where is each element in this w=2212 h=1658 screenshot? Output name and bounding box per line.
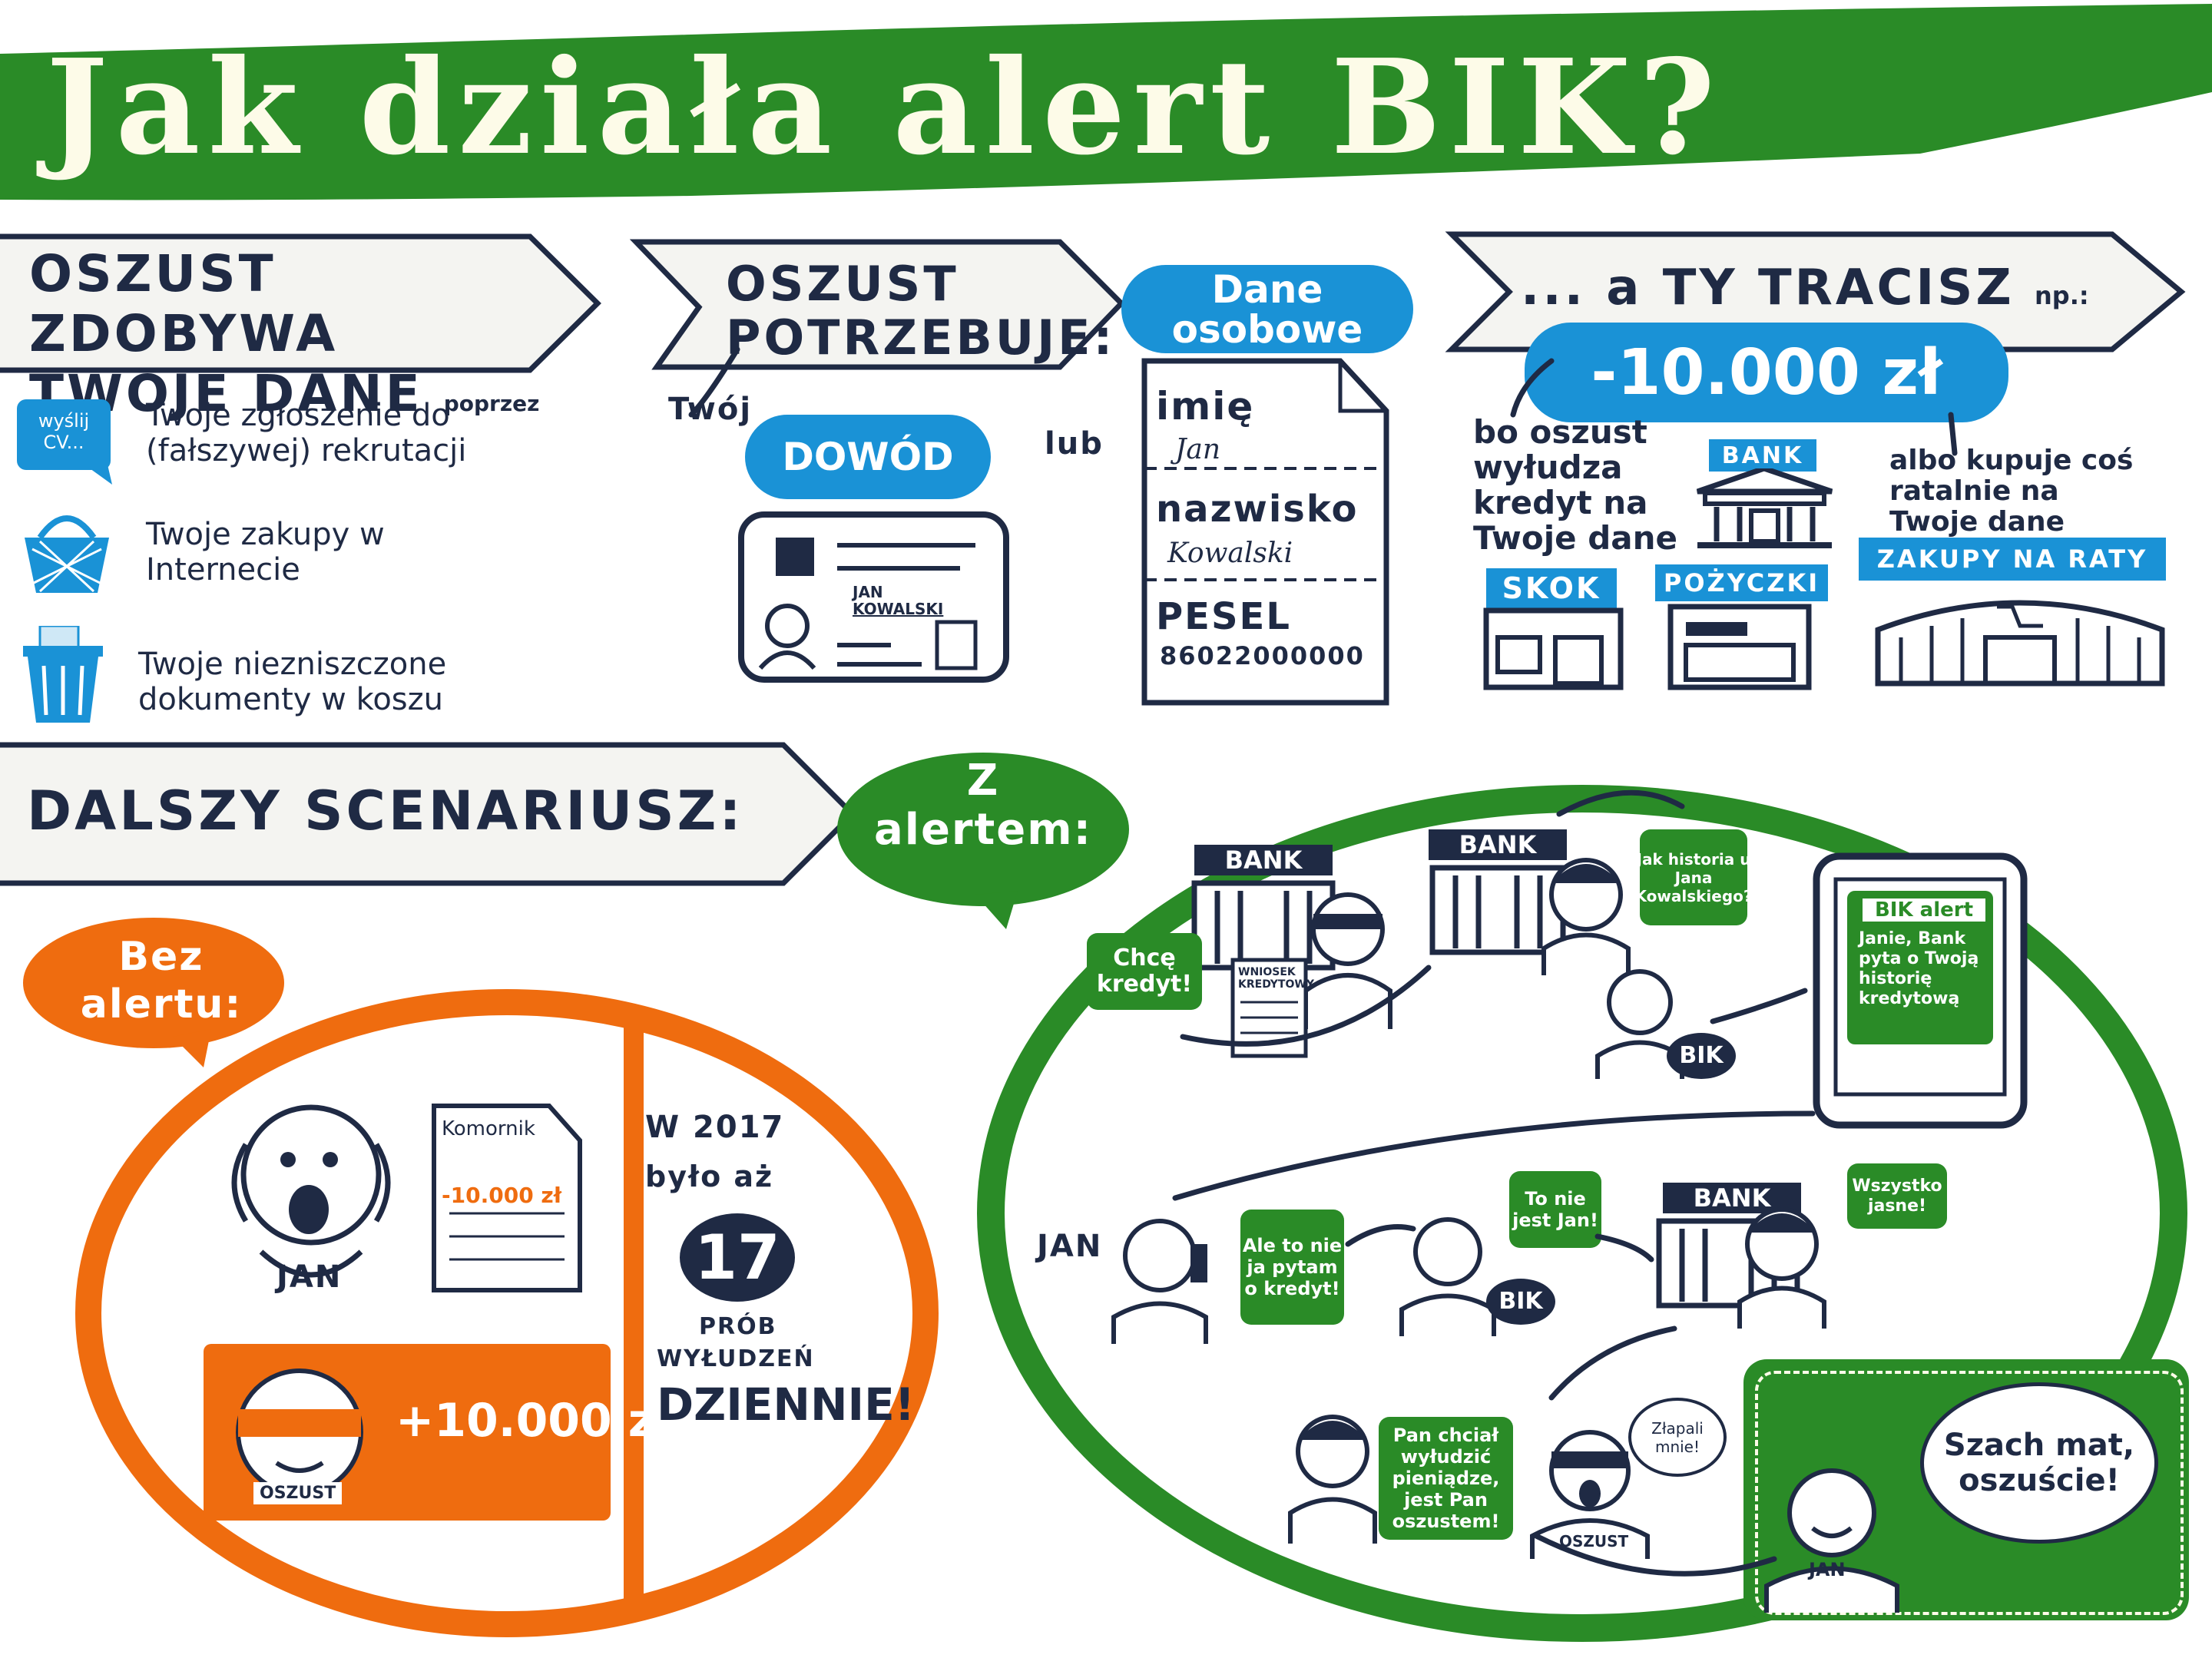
cv-bubble-tail: [84, 465, 112, 485]
section2-banner-shape: [630, 239, 1125, 370]
stat-number: 17: [680, 1213, 795, 1302]
skok-building-icon: [1483, 607, 1624, 690]
happy-jan-figure: [1764, 1468, 1899, 1613]
phone-alert-title: BIK alert: [1863, 898, 1985, 922]
bailiff-label: Komornik: [442, 1117, 535, 1140]
bank-clerk-1: [1541, 858, 1631, 975]
not-me-bubble: Ale to nie ja pytam o kredyt!: [1240, 1210, 1344, 1325]
jan-figure-phone: [1111, 1219, 1208, 1344]
doc-pesel-value: 86022000000: [1160, 641, 1365, 670]
stat-year: W 2017: [645, 1110, 785, 1145]
shocked-jan-figure: [231, 1104, 391, 1278]
checkmate-box-border: [1755, 1371, 2184, 1615]
bank-building-1: [1191, 880, 1336, 971]
id-card-name-first: JAN: [853, 583, 883, 601]
lub-label: lub: [1045, 426, 1104, 462]
bank-building-2: [1429, 865, 1566, 955]
list-item-documents-in-trash: Twoje niezniszczone dokumenty w koszu: [138, 647, 447, 717]
happy-jan-shirt: JAN: [1809, 1559, 1846, 1580]
bank-sign-2: BANK: [1429, 829, 1567, 860]
title-banner: Jak działa alert BIK?: [0, 0, 2212, 207]
bank-sign-1: BANK: [1194, 845, 1333, 875]
installment-fraud-text: albo kupuje coś ratalnie na Twoje dane: [1889, 445, 2134, 538]
caught-fraudster-label: OSZUST: [1559, 1532, 1629, 1550]
bank-clerk-3: [1288, 1415, 1377, 1544]
id-card-illustration: [738, 511, 1009, 683]
title-banner-shape: [0, 4, 2212, 200]
section1-banner-label: OSZUST ZDOBYWA TWOJE DANE: [29, 244, 423, 423]
without-alert-label: Bez alertu:: [80, 934, 243, 1028]
id-card-name: JAN KOWALSKI: [853, 584, 943, 617]
section3-banner-suffix: np.:: [2035, 281, 2089, 310]
bailiff-letter: [432, 1104, 582, 1292]
page-title: Jak działa alert BIK?: [46, 31, 1724, 184]
with-alert-label: Z alertem:: [873, 756, 1093, 855]
doc-first-name-label: imię: [1156, 384, 1255, 429]
fraudster-gain-amount: +10.000 zł: [396, 1394, 672, 1448]
pozyczki-label: POŻYCZKI: [1655, 564, 1828, 601]
doc-surname-value: Kowalski: [1167, 538, 1293, 569]
credit-history-question-bubble: Jak historia u Jana Kowalskiego?: [1635, 829, 1753, 925]
bik-badge-1: BIK: [1667, 1033, 1736, 1079]
id-card-name-last: KOWALSKI: [853, 600, 944, 618]
skok-label: SKOK: [1486, 568, 1617, 608]
with-alert-bubble: [837, 753, 1129, 929]
loans-office-icon: [1667, 604, 1812, 690]
scenario-banner: DALSZY SCENARIUSZ:: [27, 779, 744, 842]
twoj-label: Twój: [668, 392, 753, 427]
bank-clerk-2: [1737, 1207, 1826, 1329]
doc-pesel-label: PESEL: [1156, 595, 1291, 638]
not-jan-bubble: To nie jest Jan!: [1509, 1171, 1601, 1248]
all-clear-bubble: Wszystko jasne!: [1847, 1163, 1947, 1229]
fraud-exposed-bubble: Pan chciał wyłudzić pieniądze, jest Pan …: [1379, 1417, 1513, 1540]
loan-fraud-text: bo oszust wyłudza kredyt na Twoje dane: [1473, 413, 1677, 557]
stat-intro: było aż: [645, 1160, 774, 1193]
fraudster-label: OSZUST: [253, 1482, 343, 1504]
shopping-basket-icon: [25, 515, 109, 593]
jan-name-label: JAN: [1037, 1229, 1103, 1264]
loan-application-label: WNIOSEK KREDYTOWY: [1238, 966, 1314, 991]
section1-banner-suffix: poprzez: [443, 391, 540, 416]
trash-bin-icon: [23, 626, 103, 723]
bik-agent-1: [1595, 969, 1684, 1079]
cv-bubble-text: wyślij CV...: [38, 410, 90, 453]
section3-banner: ... a TY TRACISZ np.:: [1521, 260, 2089, 316]
personal-data-document: [1141, 358, 1389, 706]
stat-frauds: WYŁUDZEŃ: [657, 1345, 815, 1372]
caught-thought-bubble: Złapali mnie!: [1628, 1398, 1727, 1477]
doc-surname-label: nazwisko: [1156, 488, 1359, 531]
bank-building-icon: [1696, 468, 1833, 548]
bik-agent-2: [1399, 1217, 1496, 1336]
personal-data-pill: Dane osobowe: [1121, 265, 1413, 353]
bank-label: BANK: [1709, 439, 1816, 472]
stat-daily: DZIENNIE!: [657, 1378, 916, 1431]
section2-banner: OSZUST POTRZEBUJE:: [726, 256, 1116, 366]
list-item-recruitment: Twoje zgłoszenie do (fałszywej) rekrutac…: [146, 398, 467, 468]
jan-shirt-label: JAN: [276, 1259, 343, 1295]
without-alert-circle: [75, 989, 939, 1637]
shopping-mall-icon: [1875, 600, 2165, 687]
bailiff-amount: -10.000 zł: [442, 1183, 562, 1208]
installment-shopping-label: ZAKUPY NA RATY: [1859, 538, 2166, 581]
stat-attempts: PRÓB: [699, 1313, 777, 1340]
checkmate-thought-bubble: Szach mat, oszuście!: [1920, 1382, 2158, 1544]
loss-amount-pill: -10.000 zł: [1525, 323, 2008, 422]
id-card-pill: DOWÓD: [745, 415, 991, 499]
bik-badge-2: BIK: [1486, 1279, 1555, 1325]
doc-first-name-value: Jan: [1175, 434, 1221, 465]
section3-banner-shape: [1445, 231, 2186, 352]
without-alert-bubble: [23, 918, 284, 1067]
want-loan-bubble: Chcę kredyt!: [1087, 933, 1202, 1010]
phone-alert-message: Janie, Bank pyta o Twoją historię kredyt…: [1859, 929, 1979, 1008]
section3-banner-label: ... a TY TRACISZ: [1521, 260, 2015, 316]
section1-banner-shape: [0, 233, 601, 373]
list-item-online-shopping: Twoje zakupy w Internecie: [146, 517, 385, 587]
cv-speech-bubble-icon: wyślij CV...: [17, 399, 111, 470]
